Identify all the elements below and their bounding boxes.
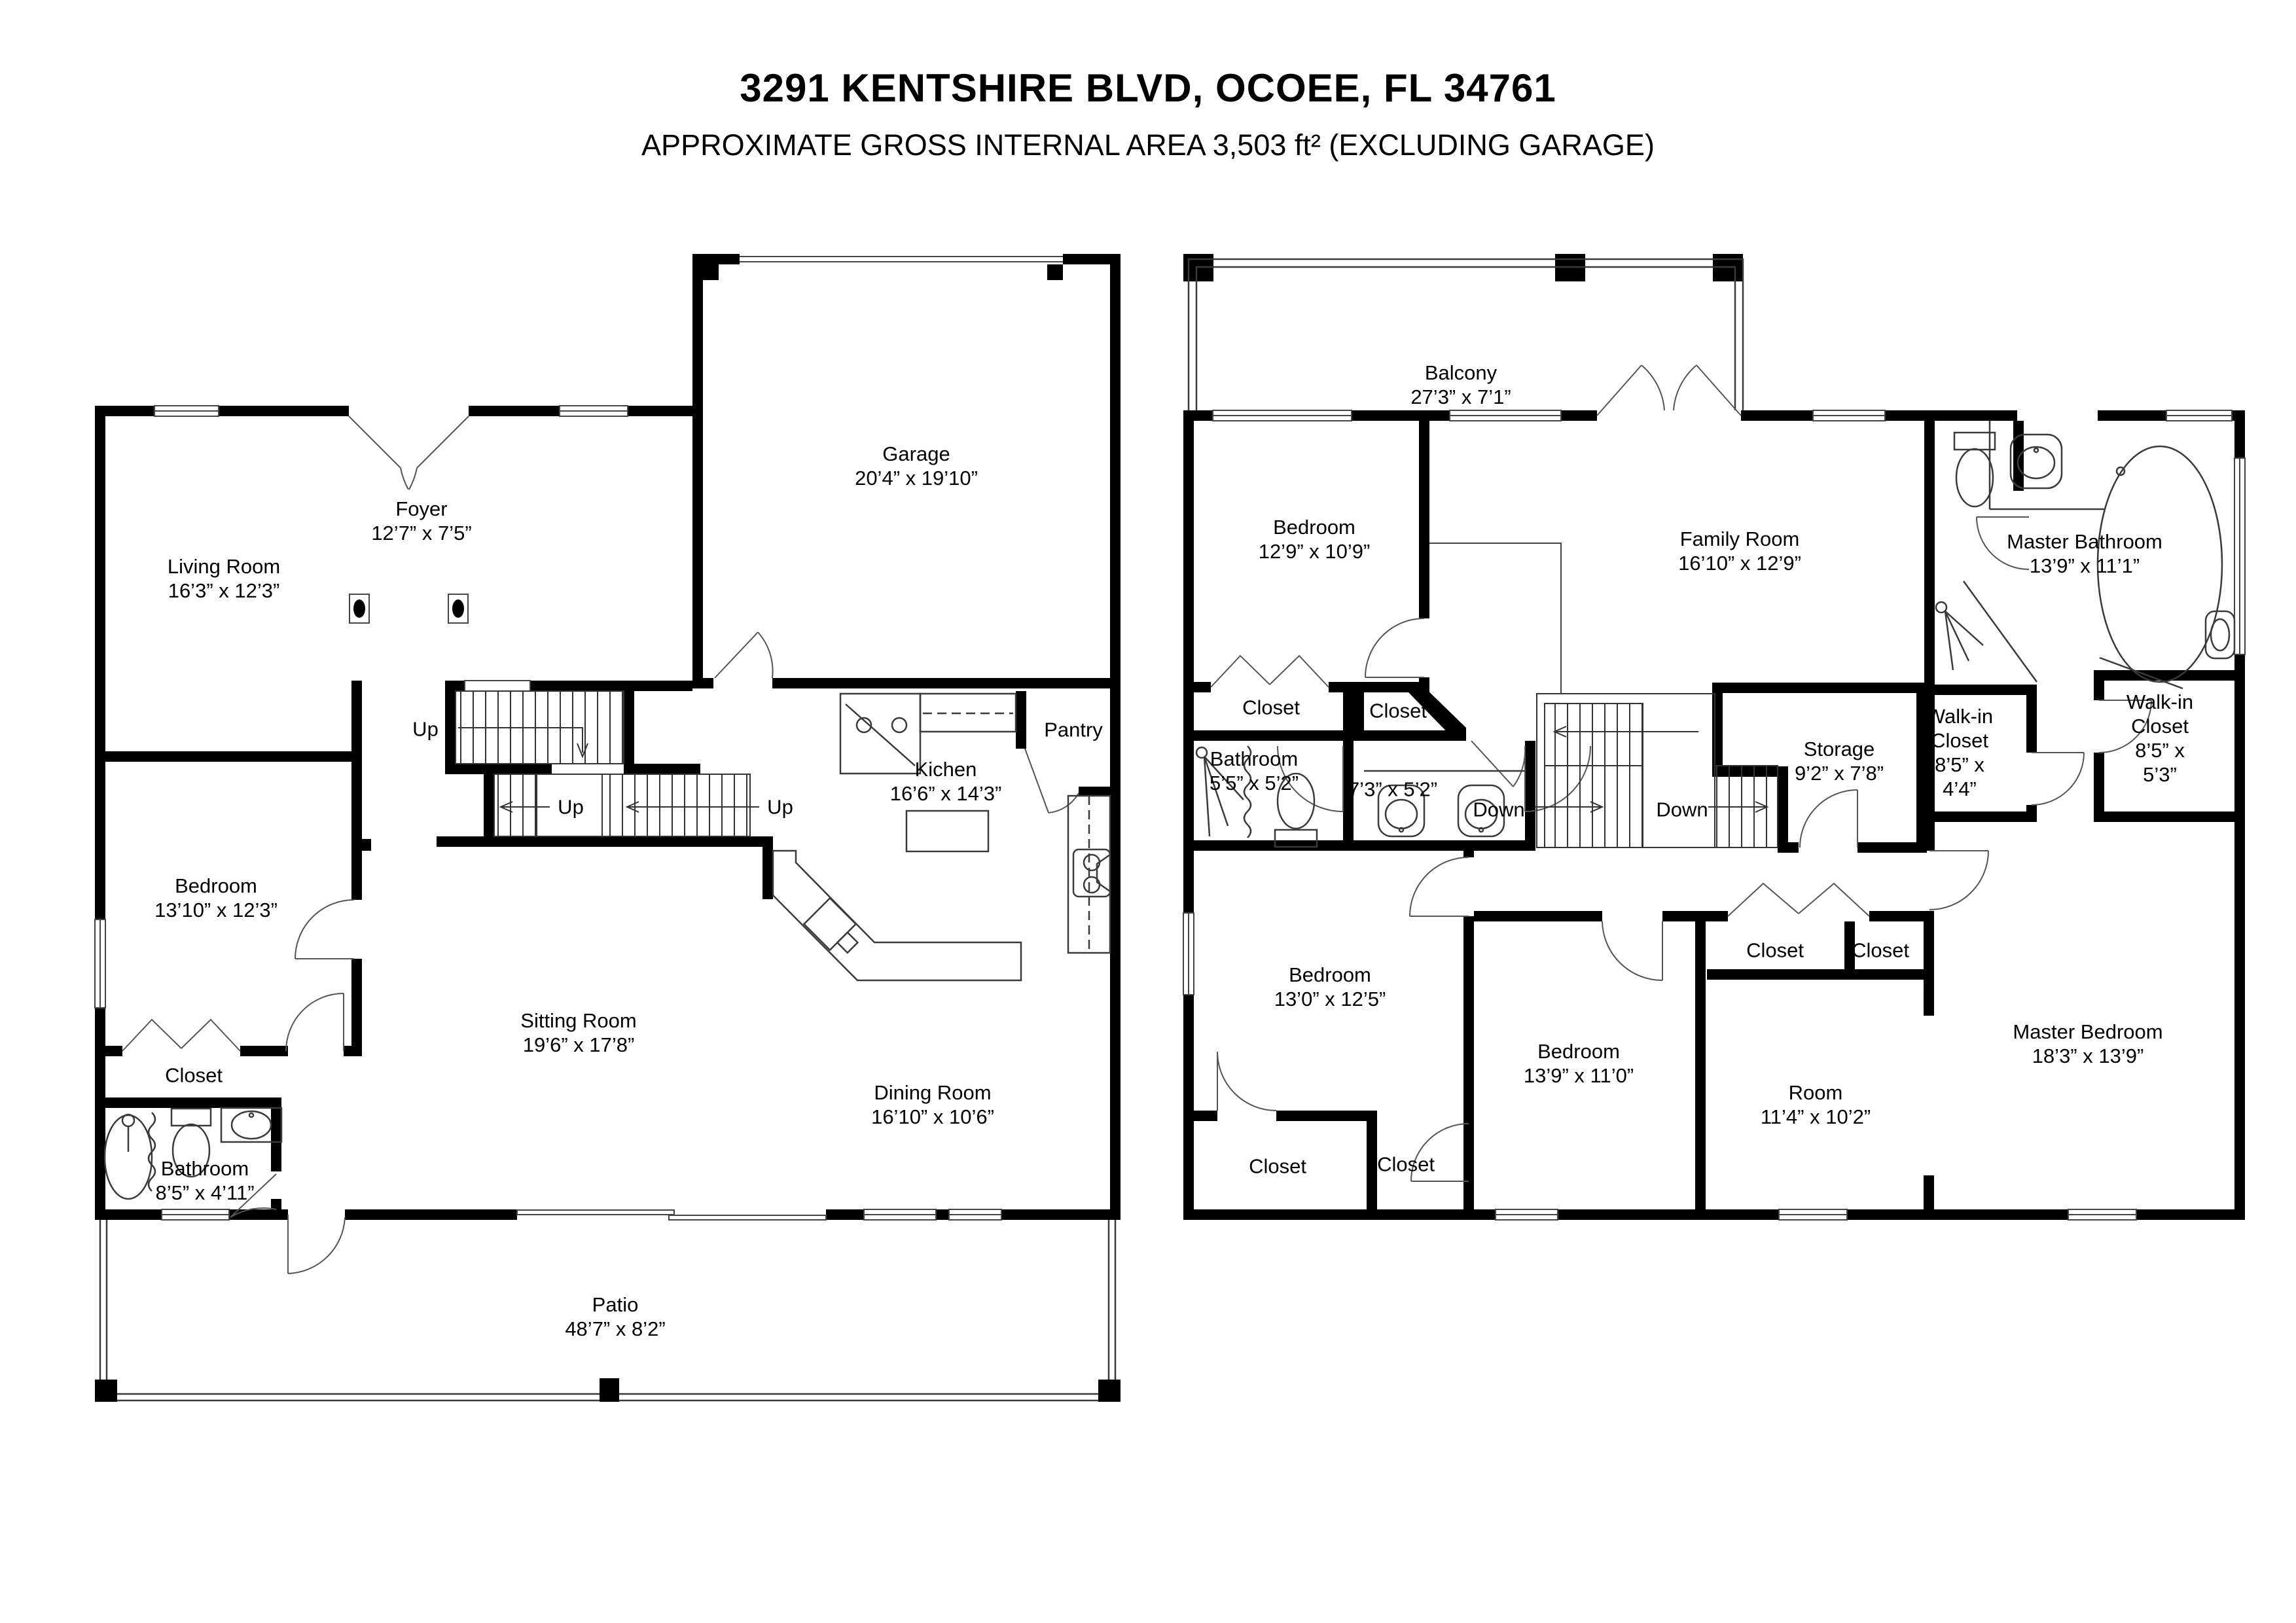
label-pantry: Pantry xyxy=(1044,718,1103,741)
label-closet-f1: Closet xyxy=(165,1063,223,1087)
label-closet6-f2: Closet xyxy=(1377,1152,1435,1176)
floor2-stairs xyxy=(1535,693,1778,848)
patio-outline xyxy=(95,1220,1121,1402)
floor2-walls xyxy=(1183,254,2245,1220)
floor1-doors xyxy=(230,416,1079,1274)
sink-icon xyxy=(1457,784,1505,838)
floor1-stairs xyxy=(455,690,759,837)
shower-head-icon xyxy=(1935,601,1948,614)
sink-icon xyxy=(1377,784,1426,838)
toilet-icon xyxy=(1274,829,1318,848)
label-closet2-f2: Closet xyxy=(1369,699,1427,722)
garage-door xyxy=(740,256,1063,262)
floor1-windows xyxy=(94,405,1002,1221)
label-closet3-f2: Closet xyxy=(1746,938,1804,962)
label-up-2: Up xyxy=(558,795,584,819)
kitchen-counters xyxy=(772,692,1111,982)
bifold-doors xyxy=(122,1018,241,1052)
balcony-railing xyxy=(1187,258,1744,410)
sliding-door xyxy=(516,1209,827,1221)
floor1-walls xyxy=(95,254,1121,1220)
bathtub-icon xyxy=(2096,445,2223,683)
sink-icon xyxy=(220,1107,283,1143)
label-down-2: Down xyxy=(1656,798,1708,821)
label-closet1-f2: Closet xyxy=(1242,696,1300,719)
toilet-icon xyxy=(1953,431,1996,451)
foyer-columns xyxy=(349,594,469,624)
sink-icon xyxy=(2204,610,2236,660)
label-closet4-f2: Closet xyxy=(1852,938,1909,962)
label-up-3: Up xyxy=(767,795,793,819)
label-vanity-dims: 7’3” x 5’2” xyxy=(1348,777,1438,801)
sink-icon xyxy=(2009,433,2063,490)
stairwell-open-edge xyxy=(1429,543,1562,694)
floor2-windows xyxy=(1183,410,2246,1221)
master-bath-fixtures xyxy=(1935,421,2236,690)
toilet-icon xyxy=(170,1107,212,1127)
shower-head-icon xyxy=(1195,746,1208,759)
floor-1 xyxy=(94,254,1121,1402)
page-subtitle: APPROXIMATE GROSS INTERNAL AREA 3,503 ft… xyxy=(641,128,1655,162)
floor2-bath-fixtures xyxy=(1195,745,1525,848)
floor2-doors xyxy=(1217,365,2152,1182)
floor1-bath-fixtures xyxy=(103,1107,283,1200)
label-down-1: Down xyxy=(1473,798,1525,821)
floor-2 xyxy=(1183,254,2246,1221)
label-up-1: Up xyxy=(412,717,439,741)
floor2-bifold-doors xyxy=(1210,654,1870,917)
page-title: 3291 KENTSHIRE BLVD, OCOEE, FL 34761 xyxy=(740,66,1556,110)
label-closet5-f2: Closet xyxy=(1249,1154,1306,1178)
